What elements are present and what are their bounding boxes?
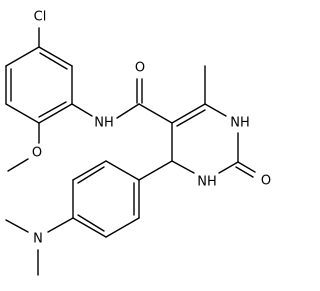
- aryl-nh-bond: [71, 103, 93, 117]
- dimethylaminophenyl-ring: [72, 160, 140, 238]
- amide-nh-label: NH: [94, 116, 114, 131]
- dihydropyrimidinone-ring: [171, 103, 239, 174]
- molecule-structure: Cl O NH O NH NH O: [5, 10, 271, 276]
- carbonyl-c5-bond: [138, 103, 173, 124]
- methoxy-oxygen-label: O: [32, 146, 42, 161]
- c4-aryl-bond: [138, 160, 173, 181]
- chloromethoxyphenyl-ring: [5, 46, 73, 124]
- aryl-n-bond: [47, 217, 74, 233]
- nh-carbonyl-bond: [116, 103, 140, 119]
- ring-nh-lower-label: NH: [197, 175, 217, 190]
- urea-carbonyl: [235, 161, 256, 178]
- methoxy-methyl-bond: [7, 158, 29, 172]
- urea-oxygen-label: O: [261, 174, 271, 189]
- ring-nh-upper-label: NH: [230, 116, 250, 131]
- n-methyl-upper-bond: [5, 219, 29, 233]
- chlorine-label: Cl: [34, 10, 47, 25]
- amide-oxygen-label: O: [135, 61, 145, 76]
- amide-carbonyl: [136, 78, 143, 104]
- dimethylamino-nitrogen-label: N: [33, 232, 43, 247]
